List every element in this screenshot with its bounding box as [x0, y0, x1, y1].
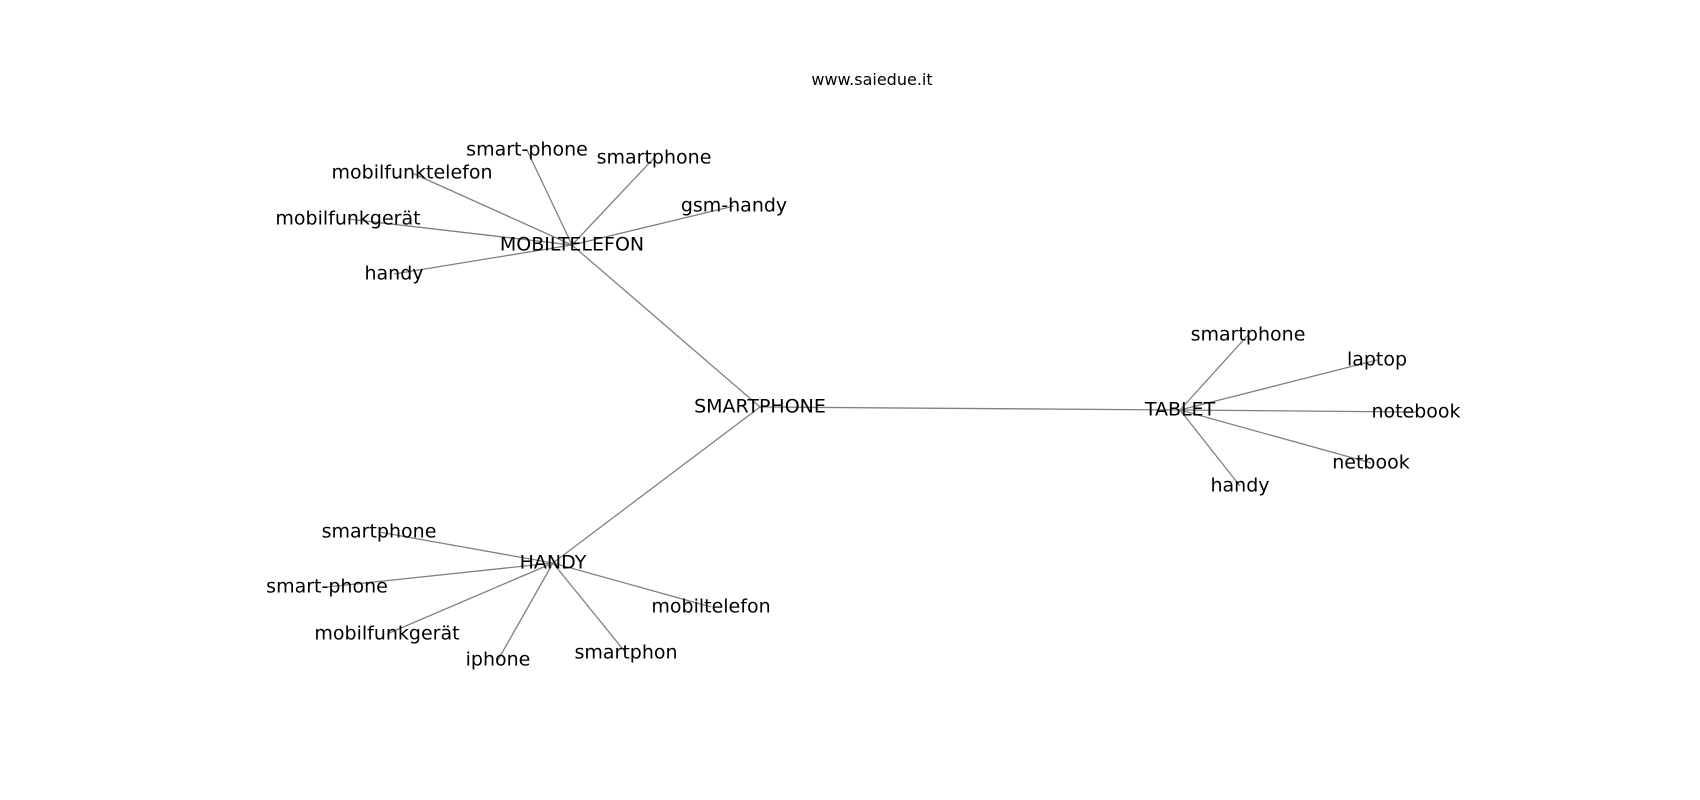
edge-hub-2-leaf-1 [326, 562, 554, 588]
edge-hub-1-leaf-2 [1179, 409, 1417, 413]
edge-root-hub-1 [759, 406, 1181, 411]
leaf-node-label: notebook [1371, 401, 1460, 423]
edge-hub-2-leaf-2 [552, 562, 712, 608]
edge-hub-0-leaf-5 [393, 244, 573, 275]
leaf-node-label: laptop [1347, 349, 1407, 371]
edge-hub-2-leaf-3 [386, 562, 554, 635]
edge-hub-1-leaf-0 [1179, 334, 1249, 411]
edges-layer [326, 149, 1417, 661]
labels-layer: SMARTPHONE MOBILTELEFON smart-phone smartph… [266, 139, 1460, 671]
leaf-node-label: handy [1210, 475, 1269, 497]
leaf-node-label: mobilfunkgerät [314, 623, 459, 645]
edge-hub-2-leaf-0 [378, 531, 554, 564]
edge-hub-2-leaf-5 [552, 562, 627, 654]
leaf-node-label: iphone [466, 649, 531, 671]
edge-hub-1-leaf-1 [1179, 359, 1378, 411]
hub-node-label: HANDY [520, 552, 587, 574]
leaf-node-label: smartphone [597, 147, 712, 169]
leaf-node-label: handy [364, 263, 423, 285]
edge-hub-0-leaf-1 [571, 157, 655, 246]
leaf-node-label: smart-phone [466, 139, 588, 161]
leaf-node-label: smartphone [322, 521, 437, 543]
leaf-node-label: mobilfunktelefon [332, 162, 493, 184]
site-watermark: www.saiedue.it [811, 70, 933, 89]
leaf-node-label: netbook [1332, 452, 1410, 474]
edge-hub-0-leaf-4 [347, 218, 573, 246]
leaf-node-label: mobiltelefon [651, 596, 770, 618]
hub-node-label: MOBILTELEFON [500, 234, 644, 256]
leaf-node-label: smartphone [1191, 324, 1306, 346]
edge-hub-0-leaf-2 [411, 172, 573, 246]
root-node-label: SMARTPHONE [694, 396, 826, 418]
edge-hub-0-leaf-0 [526, 149, 573, 246]
edge-root-hub-2 [552, 406, 761, 564]
leaf-node-label: smartphon [574, 642, 677, 664]
leaf-node-label: mobilfunkgerät [275, 208, 420, 230]
edge-hub-2-leaf-4 [497, 562, 554, 661]
hub-node-label: TABLET [1144, 399, 1216, 421]
edge-hub-1-leaf-4 [1179, 409, 1241, 487]
leaf-node-label: smart-phone [266, 576, 388, 598]
edge-hub-1-leaf-3 [1179, 409, 1372, 464]
edge-hub-0-leaf-3 [571, 205, 735, 246]
leaf-node-label: gsm-handy [681, 195, 787, 217]
edge-root-hub-0 [571, 244, 761, 408]
